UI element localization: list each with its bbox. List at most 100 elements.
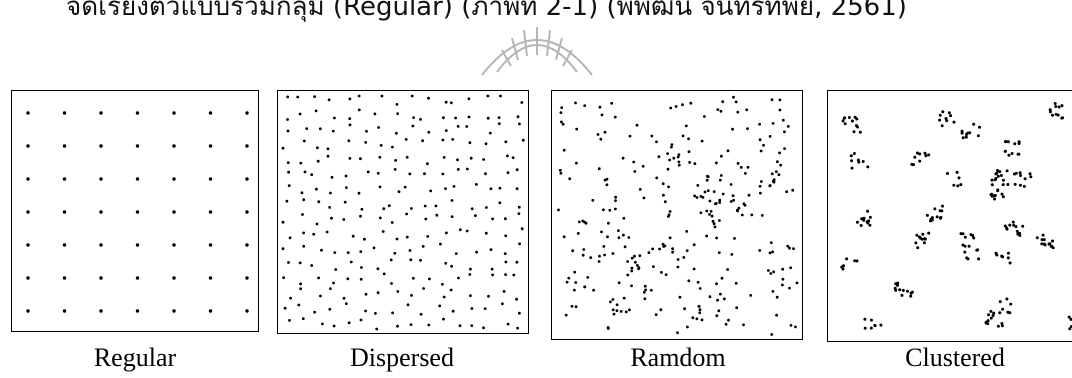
point-marker: [454, 252, 458, 256]
point-marker: [600, 230, 603, 234]
point-marker: [900, 293, 904, 297]
point-marker: [1042, 238, 1046, 242]
point-marker: [208, 243, 213, 247]
point-marker: [927, 153, 931, 157]
point-marker: [788, 286, 791, 290]
point-marker: [1009, 302, 1013, 306]
point-marker: [558, 168, 562, 172]
point-marker: [938, 118, 942, 122]
point-marker: [405, 235, 409, 239]
point-marker: [999, 174, 1003, 177]
point-marker: [442, 317, 445, 321]
point-marker: [930, 218, 934, 222]
point-marker: [458, 324, 462, 328]
point-marker: [445, 231, 448, 235]
point-marker: [299, 161, 303, 165]
point-marker: [561, 122, 565, 126]
point-marker: [611, 252, 615, 255]
point-marker: [650, 134, 654, 138]
point-marker: [989, 309, 993, 313]
point-marker: [724, 322, 728, 326]
point-marker: [614, 207, 617, 211]
point-marker: [961, 136, 965, 140]
point-marker: [426, 162, 429, 166]
point-marker: [778, 151, 781, 155]
point-marker: [915, 151, 919, 155]
point-marker: [630, 269, 634, 273]
point-marker: [348, 117, 352, 120]
clustered-pattern-panel: [827, 90, 1072, 342]
point-marker: [364, 309, 367, 313]
point-marker: [733, 237, 736, 240]
point-marker: [208, 210, 213, 214]
point-marker: [641, 164, 645, 168]
point-marker: [779, 163, 783, 167]
point-marker: [562, 148, 566, 152]
point-marker: [944, 117, 948, 120]
point-marker: [693, 194, 696, 198]
point-marker: [918, 152, 922, 156]
point-marker: [303, 170, 307, 174]
point-marker: [676, 258, 680, 261]
point-marker: [297, 303, 301, 307]
point-marker: [1019, 174, 1022, 177]
point-marker: [617, 229, 620, 233]
point-marker: [853, 259, 857, 263]
point-marker: [906, 289, 909, 293]
point-marker: [776, 160, 779, 164]
point-marker: [730, 253, 734, 256]
point-marker: [1006, 183, 1010, 186]
point-marker: [393, 168, 397, 171]
point-marker: [26, 144, 30, 148]
point-marker: [382, 272, 386, 276]
point-marker: [135, 144, 140, 148]
point-marker: [498, 186, 502, 190]
point-marker: [342, 296, 346, 300]
point-marker: [482, 326, 485, 330]
point-marker: [626, 273, 630, 277]
point-marker: [1047, 242, 1051, 246]
point-marker: [841, 119, 845, 123]
point-marker: [489, 248, 493, 252]
point-marker: [734, 281, 738, 285]
point-marker: [332, 324, 336, 328]
point-marker: [850, 159, 854, 163]
point-marker: [597, 167, 601, 171]
point-marker: [1043, 243, 1047, 247]
point-marker: [935, 215, 939, 219]
point-marker: [647, 251, 651, 255]
point-marker: [941, 110, 945, 114]
point-marker: [718, 198, 722, 202]
point-marker: [517, 205, 521, 209]
point-marker: [518, 122, 521, 126]
point-marker: [346, 277, 350, 281]
point-marker: [62, 210, 67, 214]
point-marker: [642, 196, 646, 200]
point-marker: [575, 161, 578, 165]
point-marker: [709, 210, 713, 213]
point-marker: [719, 109, 723, 113]
point-marker: [302, 244, 306, 248]
point-marker: [623, 245, 627, 249]
point-marker: [468, 273, 472, 276]
point-marker: [1021, 224, 1025, 228]
point-marker: [669, 106, 673, 110]
point-marker: [62, 111, 67, 115]
point-marker: [938, 209, 942, 213]
point-marker: [772, 270, 776, 274]
point-marker: [373, 112, 377, 116]
point-marker: [172, 210, 176, 214]
point-marker: [993, 197, 996, 201]
point-marker: [769, 241, 773, 245]
point-marker: [746, 165, 750, 169]
point-marker: [489, 187, 493, 191]
point-marker: [518, 311, 521, 315]
point-marker: [726, 149, 730, 153]
point-marker: [781, 283, 784, 287]
point-marker: [856, 125, 859, 129]
point-marker: [375, 327, 379, 331]
point-marker: [376, 291, 380, 295]
point-marker: [938, 216, 942, 220]
point-marker: [583, 285, 586, 289]
point-marker: [781, 267, 785, 271]
